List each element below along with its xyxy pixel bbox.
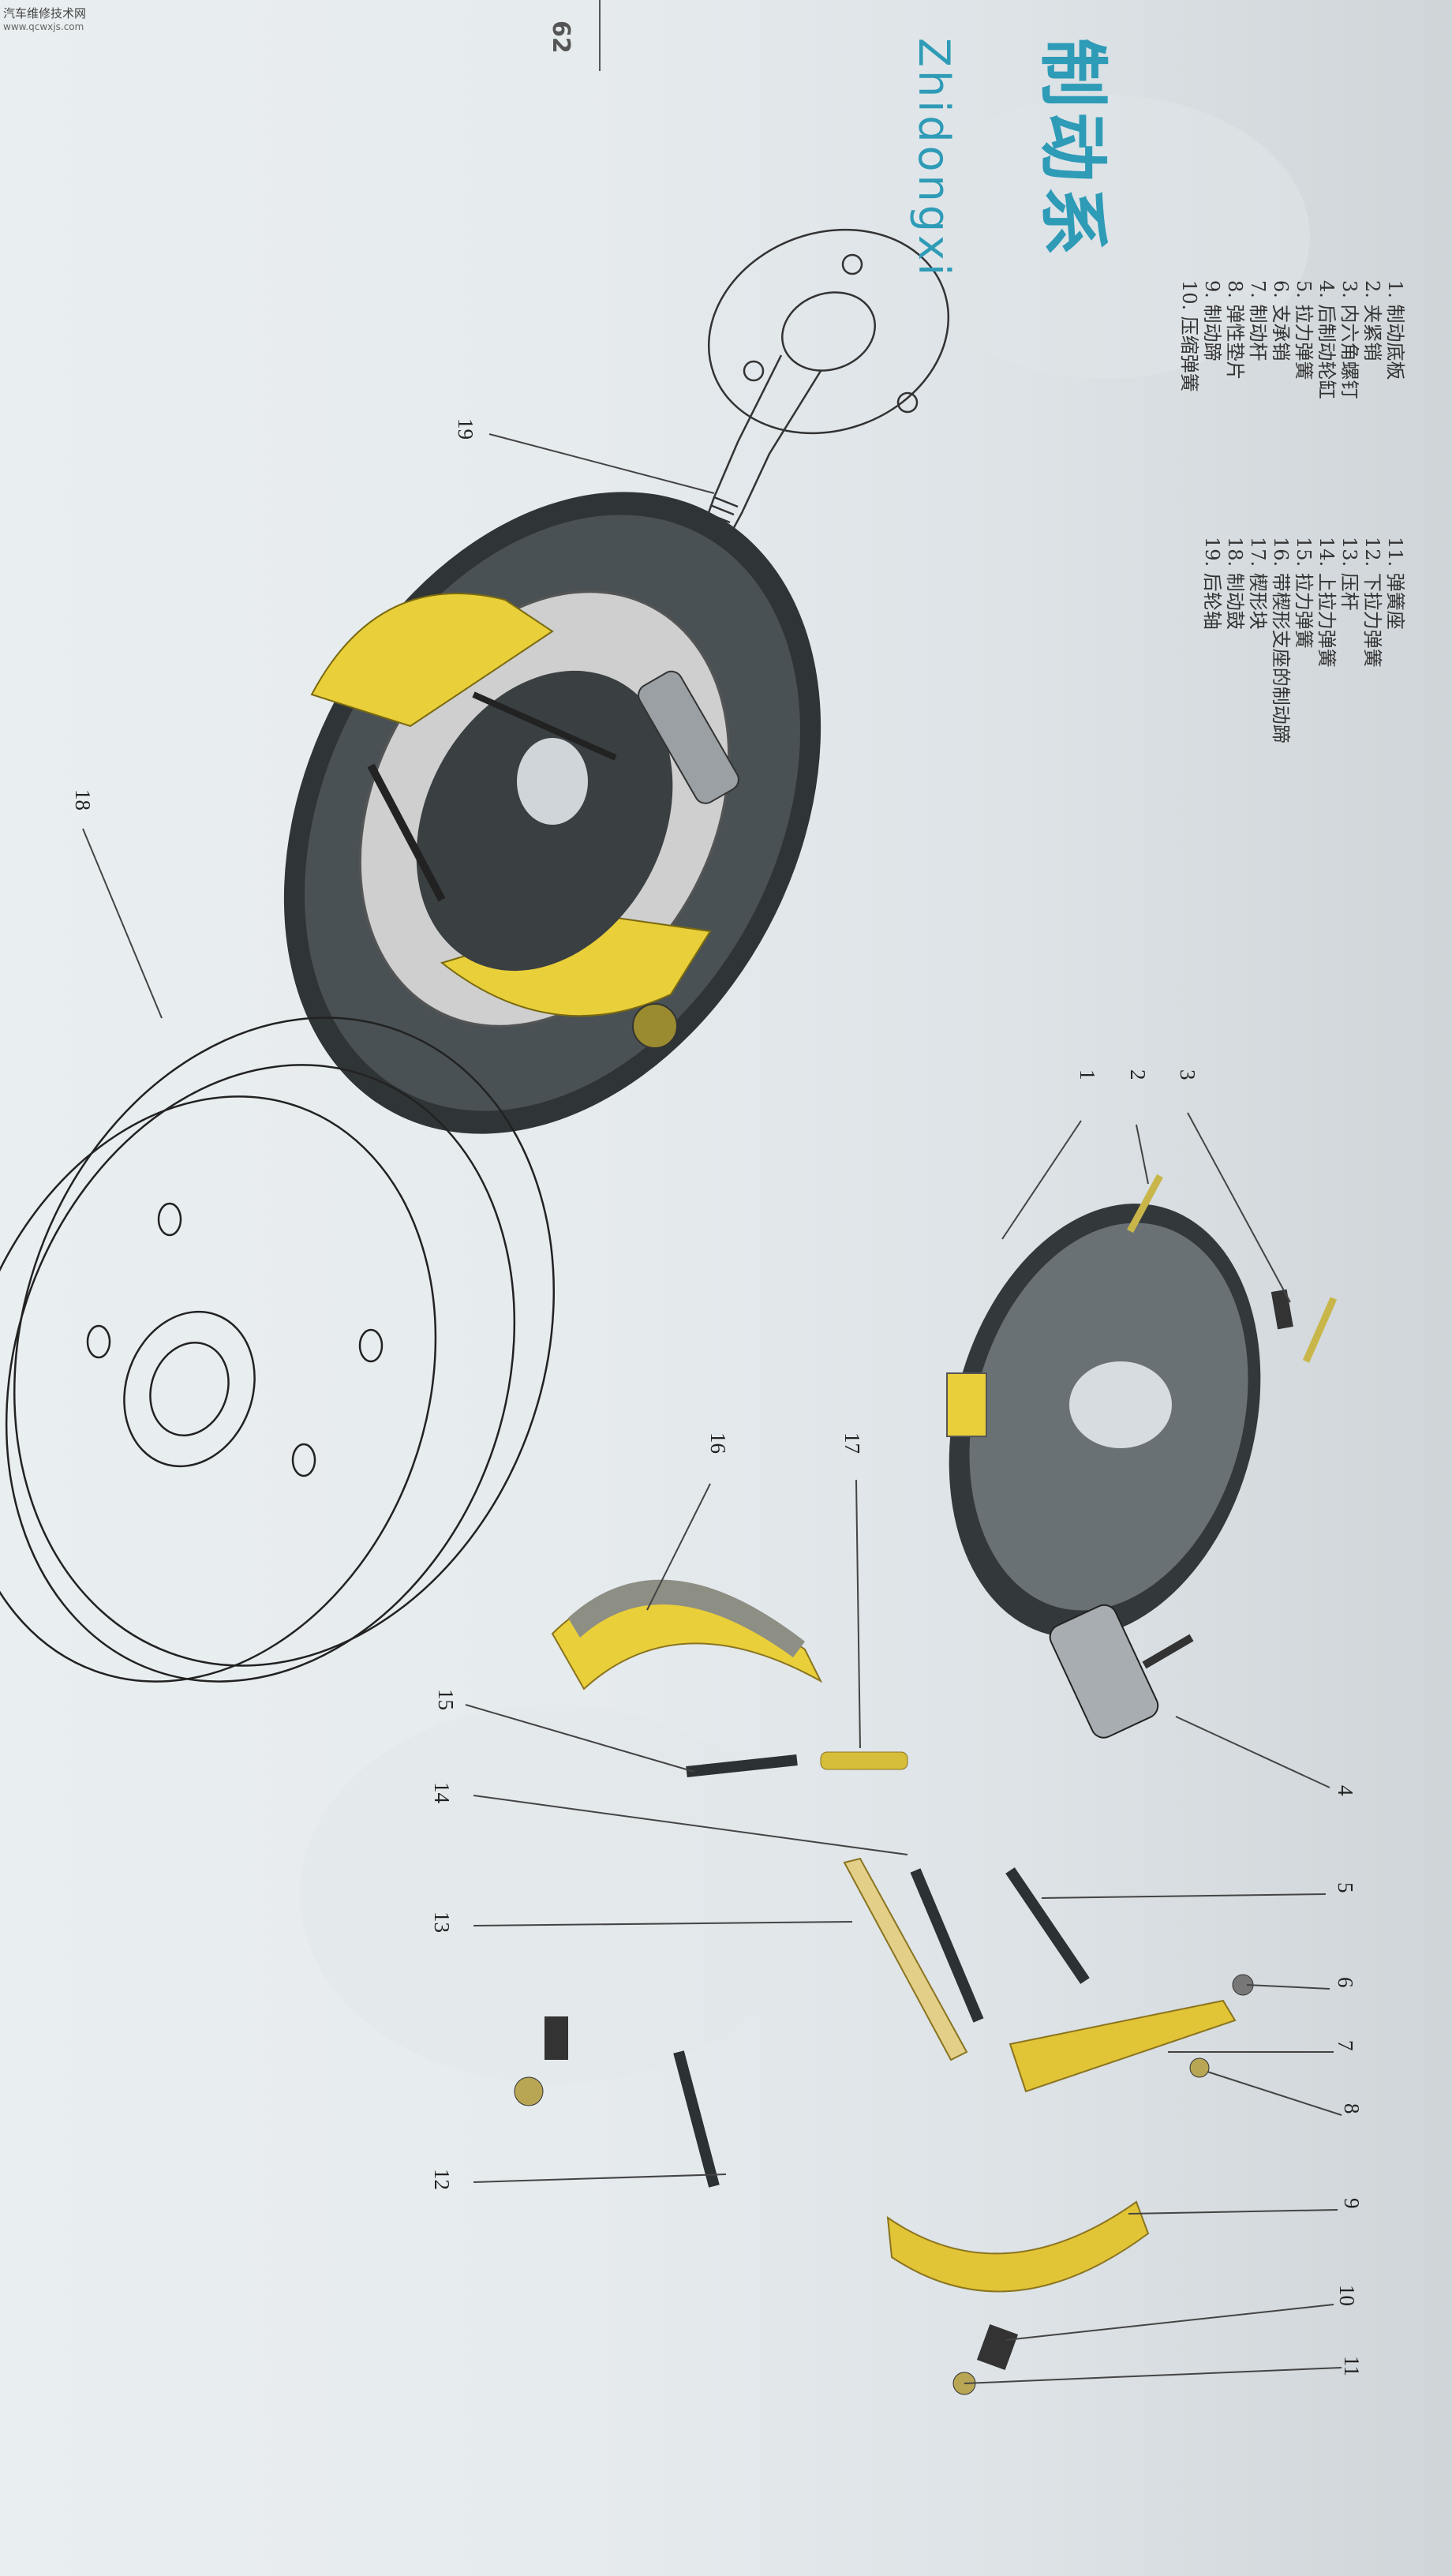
clamp-pins-drawing <box>1127 1174 1338 1363</box>
legend-item: 17. 楔形块 <box>1247 537 1269 630</box>
callout-17: 17 <box>840 1432 864 1454</box>
callout-2: 2 <box>1126 1069 1150 1080</box>
spring-14-drawing <box>910 1868 984 2023</box>
legend-item: 2. 夹紧销 <box>1361 280 1383 361</box>
callout-1: 1 <box>1076 1069 1099 1080</box>
legend-item: 6. 支承销 <box>1270 280 1292 361</box>
brake-lever-drawing <box>1009 1999 1237 2093</box>
watermark-line1: 汽车维修技术网 <box>3 6 87 21</box>
legend-item: 3. 内六角螺钉 <box>1338 280 1360 399</box>
legend-item: 13. 压杆 <box>1338 537 1360 611</box>
callout-18: 18 <box>71 789 95 811</box>
legend-item: 12. 下拉力弹簧 <box>1361 537 1383 668</box>
spring-15-drawing <box>686 1754 798 1777</box>
chapter-pinyin: Zhidongxi <box>909 38 959 279</box>
brake-shoe-drawing <box>886 2200 1150 2293</box>
callout-5: 5 <box>1334 1882 1357 1893</box>
legend-item: 4. 后制动轮缸 <box>1315 280 1338 399</box>
wedge-drawing <box>820 1751 908 1770</box>
callout-12: 12 <box>430 2169 454 2190</box>
callout-3: 3 <box>1176 1069 1199 1080</box>
wheel-cylinder-drawing <box>1049 1604 1194 1739</box>
legend-item: 15. 拉力弹簧 <box>1293 537 1315 649</box>
brake-backplate-drawing <box>946 1204 1261 1638</box>
callout-9: 9 <box>1340 2198 1364 2209</box>
legend-item: 7. 制动杆 <box>1247 280 1269 361</box>
spring-12-drawing <box>673 2050 720 2188</box>
legend-item: 18. 制动鼓 <box>1224 537 1246 630</box>
callout-16: 16 <box>706 1432 730 1454</box>
legend-item: 8. 弹性垫片 <box>1224 280 1246 380</box>
push-rod-drawing <box>843 1857 968 2061</box>
callout-14: 14 <box>430 1782 454 1803</box>
chapter-title: 制动系 <box>1032 38 1113 261</box>
legend-item: 14. 上拉力弹簧 <box>1315 537 1338 668</box>
callout-13: 13 <box>430 1911 454 1933</box>
callout-7: 7 <box>1334 2040 1357 2051</box>
callout-6: 6 <box>1334 1977 1357 1988</box>
callout-4: 4 <box>1334 1785 1357 1796</box>
callout-15: 15 <box>434 1689 458 1710</box>
legend-item: 16. 带楔形支座的制动蹄 <box>1270 537 1292 743</box>
watermark-line2: www.qcwxjs.com <box>3 21 84 32</box>
legend-item: 5. 拉力弹簧 <box>1293 280 1315 380</box>
assembled-brake-drawing <box>283 492 821 1134</box>
watermark: 汽车维修技术网 www.qcwxjs.com <box>3 5 86 32</box>
brake-drum-drawing <box>0 1017 556 1683</box>
callout-10: 10 <box>1335 2285 1359 2306</box>
legend-item: 10. 压缩弹簧 <box>1178 280 1200 392</box>
spring-5-drawing <box>1005 1867 1090 1984</box>
legend-item: 11. 弹簧座 <box>1384 537 1406 630</box>
legend-item: 1. 制动底板 <box>1384 280 1406 380</box>
page-number: 62 <box>547 21 574 54</box>
legend-item: 19. 后轮轴 <box>1201 537 1223 630</box>
callout-8: 8 <box>1340 2103 1364 2114</box>
callout-19: 19 <box>454 418 477 440</box>
callout-11: 11 <box>1340 2356 1364 2376</box>
legend-item: 9. 制动蹄 <box>1201 280 1223 361</box>
